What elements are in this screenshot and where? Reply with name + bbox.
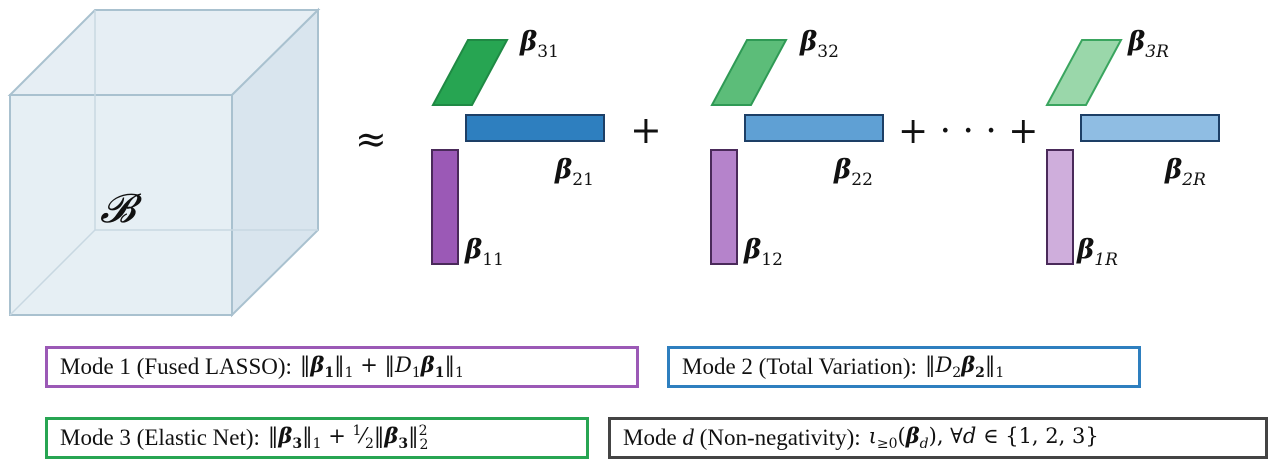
beta-32-bar xyxy=(710,39,788,106)
beta-1R-label: β1R xyxy=(1076,235,1118,270)
mode1-regularizer-box: Mode 1 (Fused LASSO): ‖β1‖1 + ‖D1β1‖1 xyxy=(45,346,639,388)
approx-symbol: ≈ xyxy=(355,117,387,161)
mode-d-constraint-box: Mode d (Non-negativity): ι≥0(βd), ∀d ∈ {… xyxy=(608,417,1268,459)
mode2-formula: ‖D2β2‖1 xyxy=(924,352,1005,382)
plus-symbol: + xyxy=(630,108,662,152)
beta-1R-bar xyxy=(1046,149,1074,265)
beta-21-bar xyxy=(465,114,605,142)
ellipsis-plus: + · · · + xyxy=(898,111,1038,152)
beta-3R-label: β3R xyxy=(1127,27,1169,62)
mode1-label: Mode 1 (Fused LASSO): xyxy=(60,354,292,379)
mode-d-formula: ι≥0(βd), ∀d ∈ {1, 2, 3} xyxy=(868,423,1099,453)
mode1-formula: ‖β1‖1 + ‖D1β1‖1 xyxy=(299,352,464,382)
rank-component-R: β3R β2R β1R xyxy=(1045,27,1220,270)
rank-component-1: β31 β21 β11 xyxy=(431,27,605,270)
beta-12-label: β12 xyxy=(743,235,783,270)
beta-11-label: β11 xyxy=(464,235,504,270)
beta-12-bar xyxy=(710,149,738,265)
beta-2R-label: β2R xyxy=(1164,155,1206,190)
beta-21-label: β21 xyxy=(554,155,594,190)
mode2-label: Mode 2 (Total Variation): xyxy=(682,354,917,379)
mode3-regularizer-box: Mode 3 (Elastic Net): ‖β3‖1 + 1⁄2‖β3‖22 xyxy=(45,417,589,459)
mode3-label: Mode 3 (Elastic Net): xyxy=(60,425,260,450)
beta-11-bar xyxy=(431,149,459,265)
mode-d-label: Mode d (Non-negativity): xyxy=(623,425,861,450)
beta-31-bar xyxy=(431,39,509,106)
beta-31-label: β31 xyxy=(519,27,559,62)
beta-3R-bar xyxy=(1045,39,1123,106)
mode2-regularizer-box: Mode 2 (Total Variation): ‖D2β2‖1 xyxy=(667,346,1141,388)
tensor-cube xyxy=(7,7,321,318)
rank-component-2: β32 β22 β12 xyxy=(710,27,884,270)
beta-32-label: β32 xyxy=(799,27,839,62)
mode3-formula: ‖β3‖1 + 1⁄2‖β3‖22 xyxy=(267,423,429,453)
beta-2R-bar xyxy=(1080,114,1220,142)
beta-22-label: β22 xyxy=(833,155,873,190)
beta-22-bar xyxy=(744,114,884,142)
